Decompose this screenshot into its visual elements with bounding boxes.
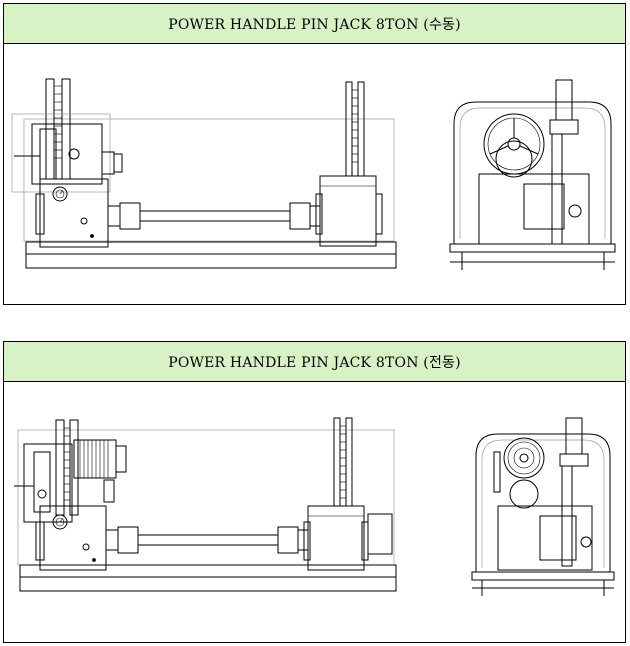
panel-title-electric: POWER HANDLE PIN JACK 8TON (전동) (4, 342, 625, 382)
electric-end-view-drawing (471, 417, 615, 596)
motor-icon (503, 437, 545, 479)
panel-title-manual: POWER HANDLE PIN JACK 8TON (수동) (4, 4, 625, 44)
right-ladder-rack (333, 417, 353, 507)
panel-title-manual-text: POWER HANDLE PIN JACK 8TON (수동) (168, 16, 461, 33)
handwheel-icon (483, 113, 545, 175)
pressure-gauge-icon (52, 514, 68, 530)
panel-title-electric-text: POWER HANDLE PIN JACK 8TON (전동) (168, 354, 461, 371)
right-ladder-rack (345, 81, 365, 177)
electric-drawing-area (4, 382, 625, 642)
pressure-gauge-icon (52, 186, 68, 202)
electric-jack-panel: POWER HANDLE PIN JACK 8TON (전동) (3, 341, 626, 643)
manual-end-view-drawing (449, 79, 616, 270)
electric-side-view-drawing (14, 417, 397, 592)
manual-side-view-drawing (11, 78, 397, 269)
manual-drawing-area (4, 44, 625, 304)
left-ladder-rack (55, 419, 79, 516)
motor-icon (73, 439, 127, 479)
manual-jack-panel: POWER HANDLE PIN JACK 8TON (수동) (3, 3, 626, 305)
